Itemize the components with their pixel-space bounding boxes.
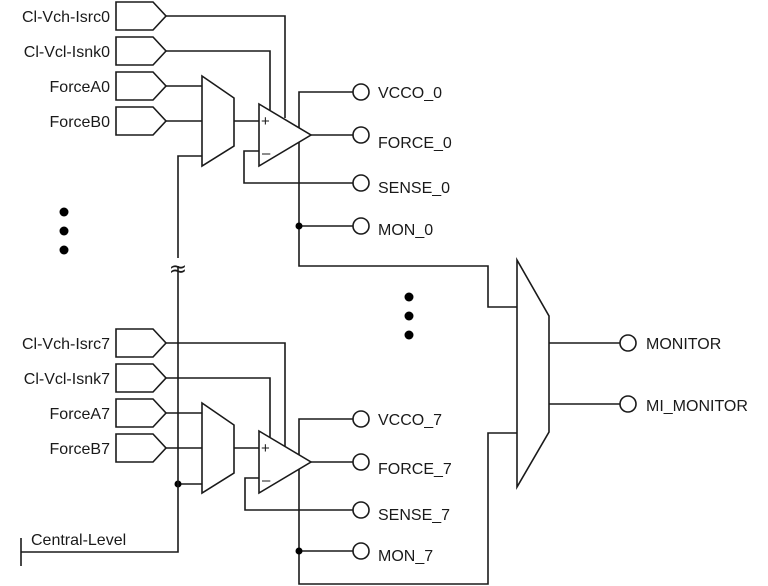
wire-clamp-low-7 — [166, 377, 271, 437]
amplifier-7 — [258, 429, 313, 495]
output-pin-vcco-0 — [352, 83, 370, 101]
mi-monitor-label: MI_MONITOR — [646, 398, 748, 415]
wire-vcco-7 — [298, 418, 353, 455]
output-label: MON_7 — [378, 548, 433, 565]
output-label: VCCO_0 — [378, 85, 442, 102]
input-connector-forcea7 — [115, 398, 168, 428]
monitor-mux — [516, 256, 550, 490]
input-label: ForceB7 — [50, 441, 111, 458]
output-label: SENSE_0 — [378, 180, 450, 197]
vertical-ellipsis-icon — [404, 292, 414, 340]
wire-clamp-low-0 — [166, 50, 271, 110]
output-pin-vcco-7 — [352, 410, 370, 428]
amp-plus-sign: + — [261, 113, 270, 130]
input-connector-clvcl7 — [115, 363, 168, 393]
input-label: ForceB0 — [50, 114, 111, 131]
channel-0: Cl-Vch-Isrc0 Cl-Vcl-Isnk0 ForceA0 ForceB… — [22, 1, 517, 308]
output-pin-force-0 — [352, 126, 370, 144]
junction-dot — [295, 222, 303, 230]
input-connector-clvch0 — [115, 1, 168, 31]
output-pin-monitor — [619, 334, 637, 352]
channel-7: Cl-Vch-Isrc7 Cl-Vcl-Isnk7 ForceA7 ForceB… — [22, 328, 517, 585]
output-pin-mon-0 — [352, 217, 370, 235]
input-label: Cl-Vch-Isrc7 — [22, 336, 110, 353]
input-label: ForceA7 — [50, 406, 111, 423]
input-connector-clvch7 — [115, 328, 168, 358]
wire-mon-7 — [298, 432, 517, 585]
output-label: VCCO_7 — [378, 412, 442, 429]
central-level-label: Central-Level — [31, 532, 126, 549]
wire-mux-select-0 — [177, 155, 202, 258]
output-pin-mon-7 — [352, 542, 370, 560]
input-mux-0 — [201, 74, 235, 168]
wire-clamp-high-7 — [166, 342, 286, 446]
output-pin-sense-0 — [352, 174, 370, 192]
monitor-label: MONITOR — [646, 336, 721, 353]
amp-minus-sign: – — [262, 145, 271, 162]
output-label: MON_0 — [378, 222, 433, 239]
junction-dot — [295, 547, 303, 555]
input-mux-7 — [201, 401, 235, 495]
output-pin-force-7 — [352, 453, 370, 471]
input-connector-clvcl0 — [115, 36, 168, 66]
output-pin-sense-7 — [352, 501, 370, 519]
vertical-ellipsis-icon — [59, 207, 69, 255]
input-connector-forcea0 — [115, 71, 168, 101]
output-label: FORCE_0 — [378, 135, 452, 152]
wire-vcco-0 — [298, 91, 353, 128]
amp-plus-sign: + — [261, 440, 270, 457]
amp-minus-sign: – — [262, 472, 271, 489]
amplifier-0 — [258, 102, 313, 168]
wire-clamp-high-0 — [166, 15, 286, 118]
input-label: Cl-Vch-Isrc0 — [22, 9, 110, 26]
central-level-bus — [21, 266, 179, 553]
input-label: ForceA0 — [50, 79, 111, 96]
input-label: Cl-Vcl-Isnk0 — [24, 44, 110, 61]
output-label: SENSE_7 — [378, 507, 450, 524]
input-connector-forceb7 — [115, 433, 168, 463]
input-label: Cl-Vcl-Isnk7 — [24, 371, 110, 388]
input-connector-forceb0 — [115, 106, 168, 136]
output-label: FORCE_7 — [378, 461, 452, 478]
output-pin-mi-monitor — [619, 395, 637, 413]
